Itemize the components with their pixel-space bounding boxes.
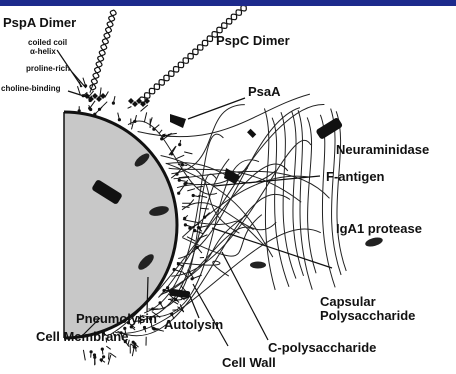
wall-mesh-strand xyxy=(197,186,203,187)
label-polysaccharide: Polysaccharide xyxy=(320,308,415,323)
wall-mesh-bead xyxy=(193,229,196,232)
label-capsular: Capsular xyxy=(320,294,376,309)
wall-mesh-bead xyxy=(170,313,173,316)
capsular-strand xyxy=(298,110,312,289)
label-coiled-coil: coiled coil xyxy=(28,38,67,47)
capsular-strand xyxy=(336,111,346,271)
wall-mesh-bead xyxy=(196,246,199,249)
wall-mesh-bead xyxy=(133,342,136,345)
wall-mesh-bead xyxy=(173,268,176,271)
label-choline-binding: choline-binding xyxy=(1,84,61,93)
wall-mesh-bead xyxy=(102,355,105,358)
psaa-protein xyxy=(170,114,186,128)
wall-mesh-strand xyxy=(182,207,190,208)
capsular-strand xyxy=(320,115,335,288)
label-pneumolysin: Pneumolysin xyxy=(76,311,157,326)
wall-mesh-bead xyxy=(184,223,187,226)
wall-mesh-bead xyxy=(197,226,200,229)
label-neuraminidase: Neuraminidase xyxy=(336,142,429,157)
wall-mesh-strand xyxy=(141,105,148,111)
capsular-strand xyxy=(272,118,289,287)
wall-mesh-bead xyxy=(177,262,180,265)
wall-mesh-strand xyxy=(200,208,208,209)
label-pspa-dimer: PspA Dimer xyxy=(3,15,76,30)
wall-mesh-bead xyxy=(203,216,206,219)
wall-mesh-bead xyxy=(177,192,180,195)
pspc-coiled-coil-strand-2 xyxy=(140,6,247,102)
capsular-strand xyxy=(331,109,341,275)
wall-mesh-strand xyxy=(109,353,110,360)
capsular-strand xyxy=(292,111,304,276)
capsular-strand xyxy=(138,94,310,137)
leader-autolysin xyxy=(190,296,199,318)
label-f-antigen: F-antigen xyxy=(326,169,385,184)
wall-mesh-bead xyxy=(152,128,155,131)
iga1-protease-molecule xyxy=(364,236,383,248)
wall-mesh-bead xyxy=(183,217,186,220)
wall-mesh-bead xyxy=(181,163,184,166)
pspa-coiled-coil-strand-2 xyxy=(90,10,116,90)
wall-mesh-bead xyxy=(93,353,96,356)
wall-mesh-bead xyxy=(90,350,93,353)
wall-mesh-strand xyxy=(106,346,110,349)
capsule-blob xyxy=(250,262,266,269)
wall-mesh-strand xyxy=(187,189,195,191)
leader-psaa xyxy=(188,98,245,119)
label-alpha-helix: α-helix xyxy=(30,47,56,56)
wall-mesh-strand xyxy=(177,155,185,158)
wall-mesh-bead xyxy=(101,348,104,351)
capsular-strand xyxy=(307,117,316,273)
label-autolysin: Autolysin xyxy=(164,317,223,332)
top-accent-bar xyxy=(0,0,456,6)
wall-mesh-bead xyxy=(112,102,115,105)
wall-mesh-strand xyxy=(184,152,192,154)
f-antigen-molecule xyxy=(224,168,240,184)
wall-mesh-bead xyxy=(170,152,173,155)
wall-mesh-bead xyxy=(88,107,91,110)
label-psaa: PsaA xyxy=(248,84,281,99)
label-c-polysaccharide: C-polysaccharide xyxy=(268,340,376,355)
leader-capsular xyxy=(212,228,332,268)
capsular-strand xyxy=(264,108,275,289)
wall-mesh-strand xyxy=(144,112,146,122)
label-pspc-dimer: PspC Dimer xyxy=(216,33,290,48)
wall-mesh-bead xyxy=(143,326,146,329)
autolysin-molecule xyxy=(170,289,191,299)
wall-mesh-strand xyxy=(179,184,185,193)
label-proline-rich: proline-rich xyxy=(26,64,70,73)
wall-mesh-bead xyxy=(178,179,181,182)
neuraminidase-protein xyxy=(315,117,343,140)
wall-mesh-strand xyxy=(83,350,85,361)
wall-mesh-strand xyxy=(128,107,132,109)
wall-mesh-bead xyxy=(159,301,162,304)
wall-mesh-bead xyxy=(192,194,195,197)
wall-mesh-bead xyxy=(118,118,121,121)
wall-mesh-bead xyxy=(166,286,169,289)
small-protein-1 xyxy=(247,129,256,138)
label-iga1-protease: IgA1 protease xyxy=(336,221,422,236)
wall-mesh-bead xyxy=(175,173,178,176)
wall-mesh-strand xyxy=(159,130,162,134)
capsular-strand xyxy=(171,140,311,276)
label-cell-wall: Cell Wall xyxy=(222,355,276,370)
wall-mesh-bead xyxy=(162,289,165,292)
label-cell-membrane: Cell Membrane xyxy=(36,329,128,344)
wall-mesh-bead xyxy=(184,182,187,185)
wall-mesh-bead xyxy=(160,137,163,140)
wall-mesh-bead xyxy=(178,143,181,146)
wall-mesh-bead xyxy=(162,134,165,137)
